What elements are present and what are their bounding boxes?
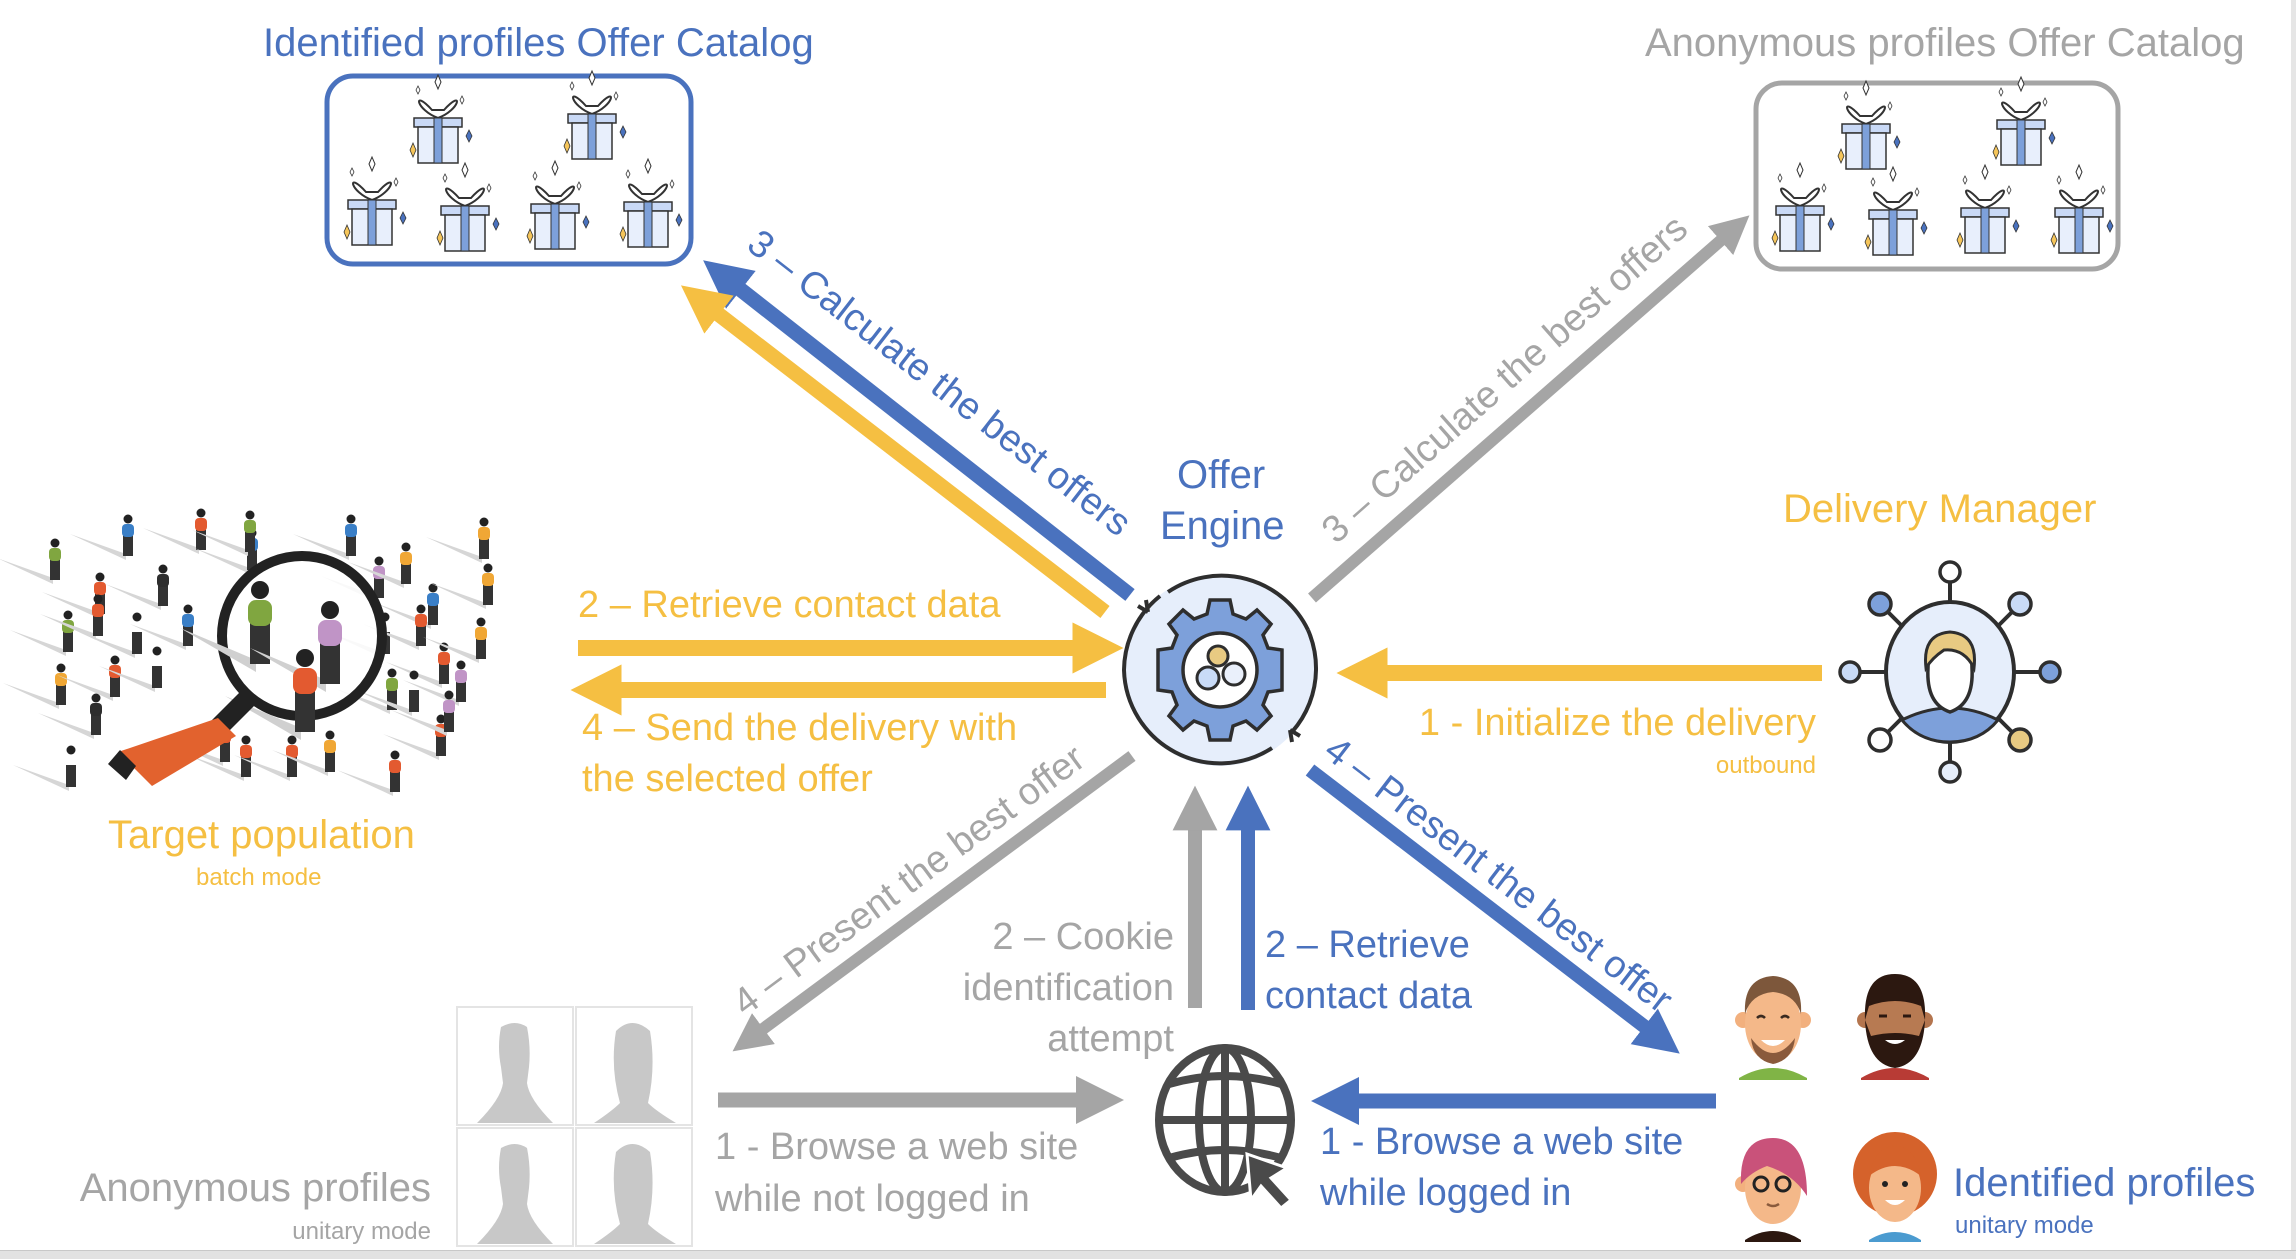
identified-catalog-title: Identified profiles Offer Catalog: [263, 21, 814, 65]
arrow-present-anonymous: [732, 751, 1136, 1052]
person-figure: [426, 517, 490, 563]
person-figure: [10, 610, 74, 656]
avatar-pink-hair-glasses: [1735, 1138, 1807, 1242]
label-send-delivery-line2: the selected offer: [582, 758, 873, 800]
delivery-manager-title: Delivery Manager: [1783, 487, 2097, 531]
avatar-bearded-man: [1735, 976, 1811, 1080]
person-figure: [40, 594, 104, 640]
person-figure: [293, 514, 357, 560]
arrow-present-identified: [1305, 764, 1680, 1054]
anonymous-profiles-title: Anonymous profiles: [79, 1166, 431, 1210]
page-bottom-border: [0, 1250, 2296, 1259]
label-init-delivery: 1 - Initialize the delivery: [1418, 702, 1816, 744]
label-send-delivery-line1: 4 – Send the delivery with: [582, 707, 1018, 749]
anonymous-silhouette: [575, 1127, 693, 1247]
person-figure: [391, 690, 455, 736]
offer-engine-title-line2: Engine: [1160, 504, 1285, 548]
label-init-delivery-sub: outbound: [1715, 752, 1816, 779]
label-cookie-line2: identification: [962, 967, 1174, 1009]
label-cookie-line3: attempt: [1047, 1018, 1174, 1060]
target-population-subtitle: batch mode: [196, 864, 322, 891]
magnifier: [108, 551, 387, 786]
person-figure: [99, 646, 162, 692]
person-figure: [337, 750, 401, 796]
crowd-magnifier-icon: [0, 508, 494, 796]
person-figure: [403, 660, 467, 706]
anonymous-offer-catalog: [1753, 76, 2121, 272]
gear-cycle-icon: [1122, 573, 1319, 766]
person-figure: [188, 735, 252, 781]
anonymous-silhouette: [575, 1006, 693, 1126]
person-figure: [105, 564, 169, 610]
person-figure: [70, 514, 134, 560]
person-figure: [38, 693, 102, 739]
anonymous-silhouette: [456, 1006, 574, 1126]
label-cookie-line1: 2 – Cookie: [992, 916, 1174, 958]
identified-offer-catalog: [324, 70, 694, 267]
person-figure: [272, 730, 336, 776]
target-population-title: Target population: [108, 813, 415, 857]
person-figure: [0, 538, 61, 584]
avatar-dark-bearded-man: [1857, 974, 1933, 1080]
label-calc-anonymous: 3 – Calculate the best offers: [1314, 207, 1696, 552]
identified-profiles-title: Identified profiles: [1953, 1161, 2256, 1205]
person-figure: [192, 510, 256, 556]
person-figure: [13, 745, 76, 791]
label-browse-anon-line2: while not logged in: [715, 1178, 1030, 1220]
person-figure: [79, 612, 142, 658]
page-right-border: [2291, 0, 2296, 1258]
avatar-curly-hair: [1853, 1132, 1937, 1242]
label-retrieve-unitary-line2: contact data: [1265, 975, 1473, 1017]
person-figure: [423, 617, 487, 663]
person-figure: [430, 563, 494, 609]
person-figure: [130, 604, 194, 650]
person-figure: [3, 663, 67, 709]
label-retrieve-contact-batch: 2 – Retrieve contact data: [578, 584, 1001, 626]
label-retrieve-unitary-line1: 2 – Retrieve: [1265, 924, 1470, 966]
user-network-icon: [1838, 560, 2062, 784]
arrow-calc-anonymous: [1308, 215, 1750, 603]
anonymous-silhouette: [456, 1127, 574, 1247]
person-figure: [348, 542, 412, 588]
arrow-calc-identified-blue: [703, 260, 1135, 601]
silhouette-avatars-icon: [456, 1006, 693, 1247]
anonymous-profiles-subtitle: unitary mode: [292, 1218, 431, 1245]
cartoon-avatars-icon: [1735, 974, 1937, 1242]
anonymous-catalog-title: Anonymous profiles Offer Catalog: [1645, 21, 2245, 65]
label-browse-anon-line1: 1 - Browse a web site: [715, 1126, 1079, 1168]
person-figure: [234, 735, 298, 781]
offer-engine-title-line1: Offer: [1177, 453, 1266, 497]
label-browse-ident-line2: while logged in: [1320, 1172, 1572, 1214]
label-browse-ident-line1: 1 - Browse a web site: [1320, 1121, 1684, 1163]
person-figure: [143, 508, 207, 554]
arrow-calc-identified-yellow: [680, 285, 1110, 618]
globe-cursor-icon: [1155, 1044, 1295, 1211]
person-figure: [356, 670, 419, 716]
identified-profiles-subtitle: unitary mode: [1955, 1212, 2094, 1239]
